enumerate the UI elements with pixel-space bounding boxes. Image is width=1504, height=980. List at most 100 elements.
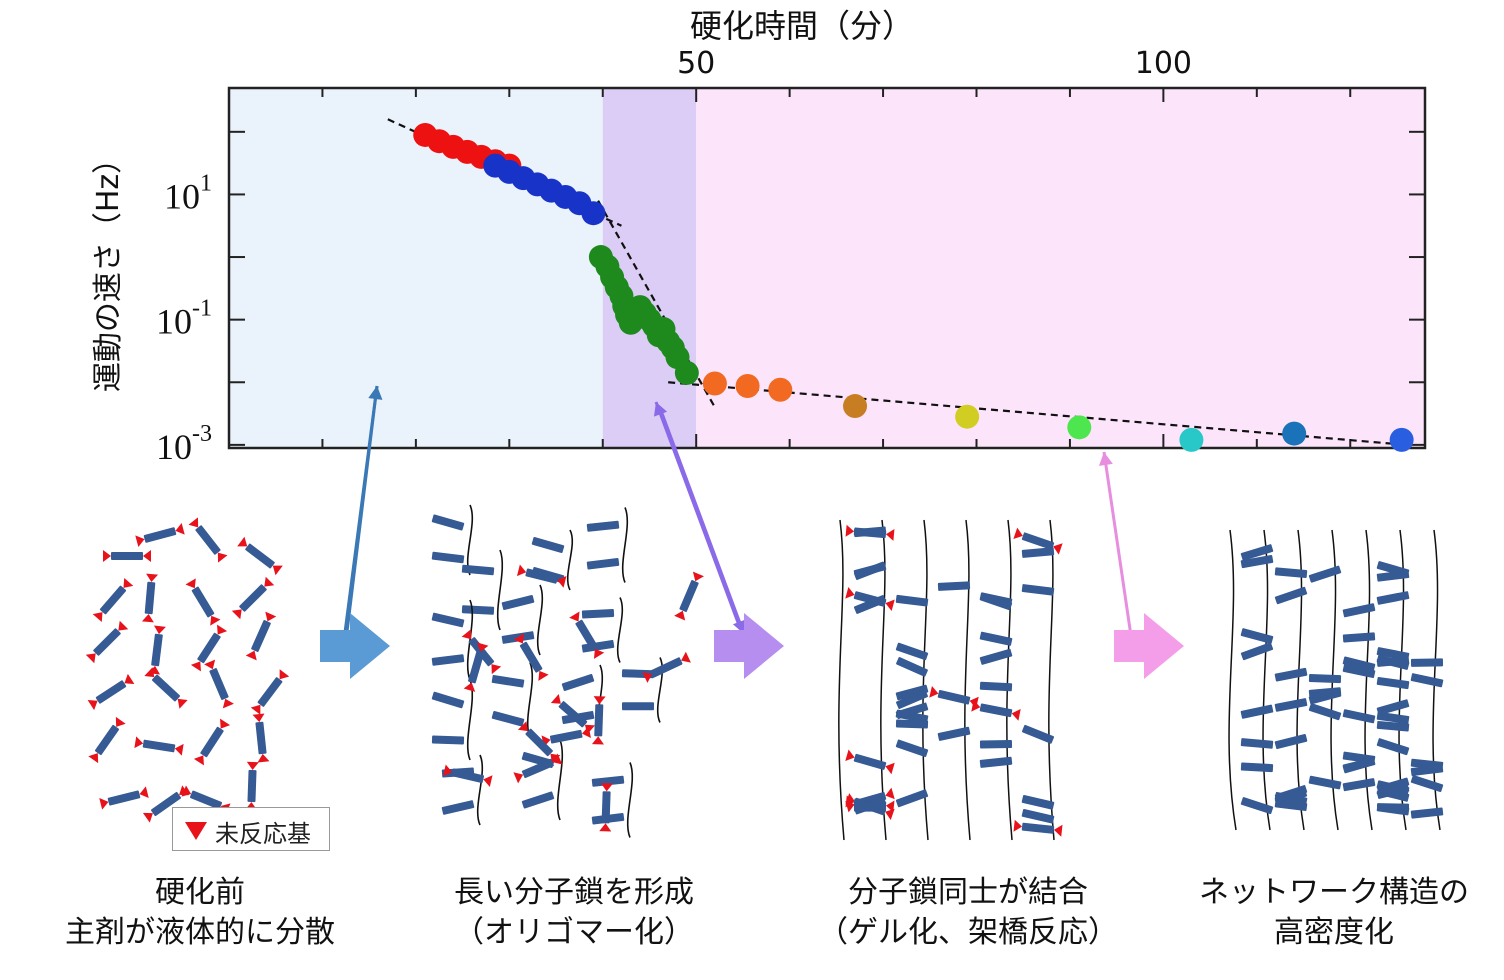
chain-backbone (656, 657, 664, 723)
molecule (1308, 565, 1342, 583)
legend-label: 未反応基 (215, 820, 311, 848)
panel-dense-network (1228, 529, 1444, 831)
molecule (193, 718, 231, 766)
molecule (134, 736, 184, 756)
caption-stage-1: 硬化前 主剤が液体的に分散 (30, 873, 370, 953)
molecule (87, 673, 135, 711)
molecule (1013, 527, 1063, 555)
molecule (85, 620, 129, 664)
molecule (581, 639, 615, 653)
molecule (431, 691, 465, 709)
pointer-arrow-shaft (654, 401, 742, 629)
molecule (1410, 775, 1444, 793)
molecule (599, 783, 613, 832)
caption-stage-3: 分子鎖同士が結合 （ゲル化、架橋反応） (798, 873, 1138, 953)
data-point (1389, 427, 1414, 452)
chain-backbone (880, 519, 887, 841)
molecule (1308, 775, 1342, 790)
molecule (1013, 819, 1063, 837)
region-network (696, 88, 1425, 448)
molecule (979, 592, 1013, 611)
chain-backbone (476, 754, 484, 826)
molecule (431, 514, 465, 531)
molecule (895, 594, 929, 607)
chain-backbone (964, 519, 971, 841)
panel-gel (838, 519, 1063, 841)
molecule (1240, 797, 1274, 815)
molecule (569, 611, 605, 659)
caption-line-2: （ゲル化、架橋反応） (818, 915, 1118, 950)
chain-backbone (466, 599, 474, 681)
molecule (1308, 687, 1342, 698)
molecule (431, 654, 465, 666)
stage-arrow (320, 613, 390, 679)
pointer-arrow-shaft (342, 385, 379, 641)
stage-arrows (320, 613, 1184, 679)
unreacted-group-icon (185, 822, 207, 840)
molecule (1240, 628, 1274, 644)
molecule (1342, 663, 1376, 679)
molecule (1342, 709, 1376, 724)
molecule (979, 648, 1013, 665)
molecule (853, 562, 887, 578)
molecule (1240, 642, 1274, 661)
molecule (845, 587, 895, 612)
data-point (581, 201, 606, 226)
caption-stage-2: 長い分子鎖を形成 （オリゴマー化） (404, 873, 744, 953)
schematic-panels (85, 504, 1444, 841)
molecule (1342, 656, 1376, 672)
y-axis-label: 運動の速さ（Hz） (91, 144, 126, 392)
molecule (135, 522, 185, 548)
molecule (1410, 673, 1444, 688)
molecule (895, 739, 929, 758)
molecule (979, 681, 1013, 692)
chain-backbone (626, 762, 634, 838)
chain-backbone (616, 597, 624, 663)
molecule (1240, 738, 1274, 749)
chain-backbone (1262, 529, 1271, 831)
molecule (204, 659, 234, 709)
x-axis-label: 硬化時間（分） (690, 7, 914, 45)
molecule (513, 633, 549, 681)
pointer-arrow-head (368, 386, 383, 400)
molecule (971, 699, 1021, 721)
panel-oligomer (431, 504, 704, 838)
molecule (1021, 584, 1055, 596)
chain-backbone (1228, 529, 1237, 831)
molecule (845, 749, 895, 775)
molecule (1376, 720, 1410, 732)
molecule (431, 735, 465, 745)
chain-backbone (496, 549, 504, 631)
data-point (674, 360, 699, 385)
molecule (622, 702, 654, 711)
molecule (1376, 591, 1410, 605)
molecule (1376, 699, 1410, 716)
molecule (1410, 807, 1444, 819)
chain-backbone (556, 739, 564, 821)
data-point (702, 371, 727, 396)
molecule (929, 685, 979, 709)
molecule (1021, 808, 1055, 824)
molecule (853, 526, 887, 538)
molecule (531, 536, 565, 554)
molecule (1021, 795, 1055, 810)
pointer-arrow-head (1098, 452, 1113, 466)
chain-backbone (922, 519, 929, 841)
molecule (1376, 803, 1410, 816)
molecule (1376, 676, 1410, 690)
molecule (895, 719, 929, 729)
molecule (491, 674, 525, 688)
molecule (895, 684, 929, 701)
molecule (1240, 554, 1274, 569)
molecule (895, 702, 929, 720)
molecule (1376, 570, 1410, 582)
molecule (541, 726, 591, 748)
stage-arrow (1114, 613, 1184, 679)
molecule (1274, 667, 1308, 682)
molecule (431, 551, 465, 564)
stage-arrow (714, 613, 784, 679)
caption-line-1: ネットワーク構造の (1199, 875, 1469, 910)
chain-backbone (466, 679, 474, 761)
molecule (854, 803, 886, 812)
molecule (1342, 778, 1376, 792)
